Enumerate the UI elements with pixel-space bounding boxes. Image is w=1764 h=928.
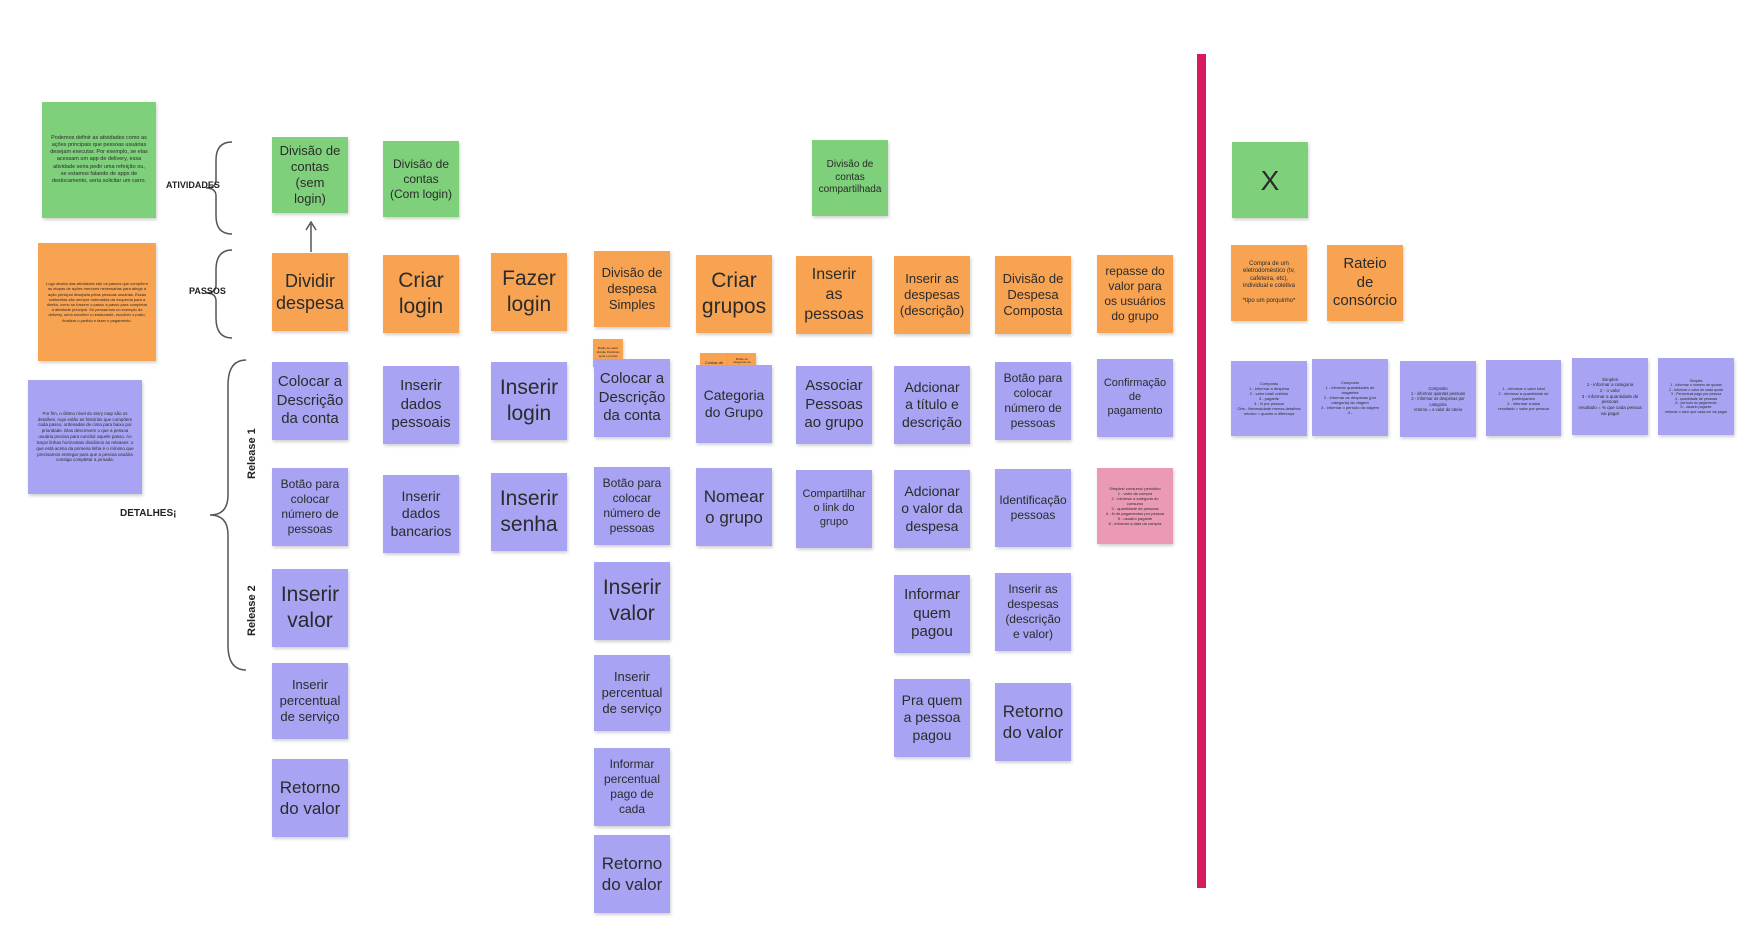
activity-note-com-login[interactable]: Divisão de contas (Com login)	[383, 141, 459, 217]
bracket-atividades	[205, 141, 233, 235]
detail-note-numero-pessoas-simples[interactable]: Botão para colocar número de pessoas	[594, 467, 670, 545]
arrow-head	[305, 220, 317, 231]
detail-note-numero-pessoas-composta[interactable]: Botão para colocar número de pessoas	[995, 362, 1071, 440]
detail-note-confirmacao-pagamento[interactable]: Confirmação de pagamento	[1097, 359, 1173, 437]
right-detail-note-3[interactable]: Composto 1 - informar quantas pessoas 2 …	[1400, 361, 1476, 437]
detail-note-percentual-servico-simples[interactable]: Inserir percentual de serviço	[594, 655, 670, 731]
activity-note-sem-login[interactable]: Divisão de contas (sem login)	[272, 137, 348, 213]
step-note-rateio-consorcio[interactable]: Rateio de consórcio	[1327, 245, 1403, 321]
detail-note-nomear-grupo[interactable]: Nomear o grupo	[696, 468, 772, 546]
detail-note-dados-bancarios[interactable]: Inserir dados bancarios	[383, 475, 459, 553]
detail-note-quem-pagou[interactable]: Informar quem pagou	[894, 575, 970, 653]
activity-note-compartilhada[interactable]: Divisão de contas compartilhada	[812, 140, 888, 216]
right-detail-note-4[interactable]: 1 - informar o valor total 2 - informar …	[1486, 360, 1561, 436]
step-note-criar-login[interactable]: Criar login	[383, 255, 459, 333]
right-detail-note-6[interactable]: Simples 1 - Informar o número de quotas …	[1658, 358, 1734, 435]
label-release-1: Release 1	[246, 428, 258, 479]
bracket-detalhes	[209, 359, 247, 671]
legend-note-details[interactable]: Por fim, o último nível do story map são…	[28, 380, 142, 494]
detail-note-consumo-periodico[interactable]: Simples/ consumo/ periódico 1 - valor da…	[1097, 468, 1173, 544]
detail-note-descricao-conta[interactable]: Colocar a Descrição da conta	[272, 362, 348, 440]
step-note-inserir-despesas[interactable]: Inserir as despesas (descrição)	[894, 256, 970, 334]
step-note-criar-grupos[interactable]: Criar grupos	[696, 255, 772, 333]
detail-note-identificacao-pessoas[interactable]: Identificação pessoas	[995, 469, 1071, 547]
detail-note-retorno-valor-composta[interactable]: Retorno do valor	[995, 683, 1071, 761]
legend-note-steps[interactable]: Logo abaixo das atividades são os passos…	[38, 243, 156, 361]
detail-note-associar-pessoas[interactable]: Associar Pessoas ao grupo	[796, 366, 872, 444]
detail-note-dados-pessoais[interactable]: Inserir dados pessoais	[383, 366, 459, 444]
detail-note-compartilhar-link[interactable]: Compartilhar o link do grupo	[796, 470, 872, 548]
label-detalhes: DETALHES¡	[120, 508, 177, 519]
detail-note-inserir-valor[interactable]: Inserir valor	[272, 569, 348, 647]
step-note-divisao-composta[interactable]: Divisão de Despesa Composta	[995, 256, 1071, 334]
detail-note-pra-quem-pagou[interactable]: Pra quem a pessoa pagou	[894, 679, 970, 757]
label-release-2: Release 2	[246, 585, 258, 636]
detail-note-inserir-senha[interactable]: Inserir senha	[491, 473, 567, 551]
step-note-inserir-pessoas[interactable]: Inserir as pessoas	[796, 256, 872, 334]
label-atividades: ATIVIDADES	[166, 180, 220, 190]
right-detail-note-2[interactable]: Composto 1 - informar quantidades de via…	[1312, 359, 1388, 436]
detail-note-inserir-despesas-composta[interactable]: Inserir as despesas (descrição e valor)	[995, 573, 1071, 651]
legend-note-activities[interactable]: Podemos definir as atividades como as aç…	[42, 102, 156, 218]
bracket-passos	[205, 249, 233, 339]
right-detail-note-1[interactable]: Composto 1 - informar a despesa 2 - valo…	[1231, 361, 1307, 436]
detail-note-retorno-valor[interactable]: Retorno do valor	[272, 759, 348, 837]
detail-note-inserir-login[interactable]: Inserir login	[491, 362, 567, 440]
detail-note-descricao-conta-simples[interactable]: Colocar a Descrição da conta	[594, 359, 670, 437]
step-note-fazer-login[interactable]: Fazer login	[491, 253, 567, 331]
detail-note-categoria-grupo[interactable]: Categoria do Grupo	[696, 365, 772, 443]
step-note-repasse[interactable]: repasse do valor para os usuários do gru…	[1097, 255, 1173, 333]
step-note-eletrodomestico[interactable]: Compra de um eletrodoméstico (tv, cafete…	[1231, 245, 1307, 321]
detail-note-percentual-pago[interactable]: Informar percentual pago de cada	[594, 748, 670, 826]
detail-note-valor-despesa[interactable]: Adcionar o valor da despesa	[894, 470, 970, 548]
label-passos: PASSOS	[189, 286, 226, 296]
step-note-dividir-despesa[interactable]: Dividir despesa	[272, 253, 348, 331]
release-divider-line	[1197, 54, 1206, 888]
detail-note-titulo-descricao[interactable]: Adcionar a título e descrição	[894, 366, 970, 444]
detail-note-percentual-servico[interactable]: Inserir percentual de serviço	[272, 663, 348, 739]
activity-note-x[interactable]: X	[1232, 142, 1308, 218]
detail-note-retorno-valor-simples[interactable]: Retorno do valor	[594, 835, 670, 913]
step-note-divisao-simples[interactable]: Divisão de despesa Simples	[594, 251, 670, 327]
detail-note-inserir-valor-simples[interactable]: Inserir valor	[594, 562, 670, 640]
detail-note-numero-pessoas[interactable]: Botão para colocar número de pessoas	[272, 468, 348, 546]
right-detail-note-5[interactable]: Simples 1 - informar a categoria 2 - o v…	[1572, 358, 1648, 435]
